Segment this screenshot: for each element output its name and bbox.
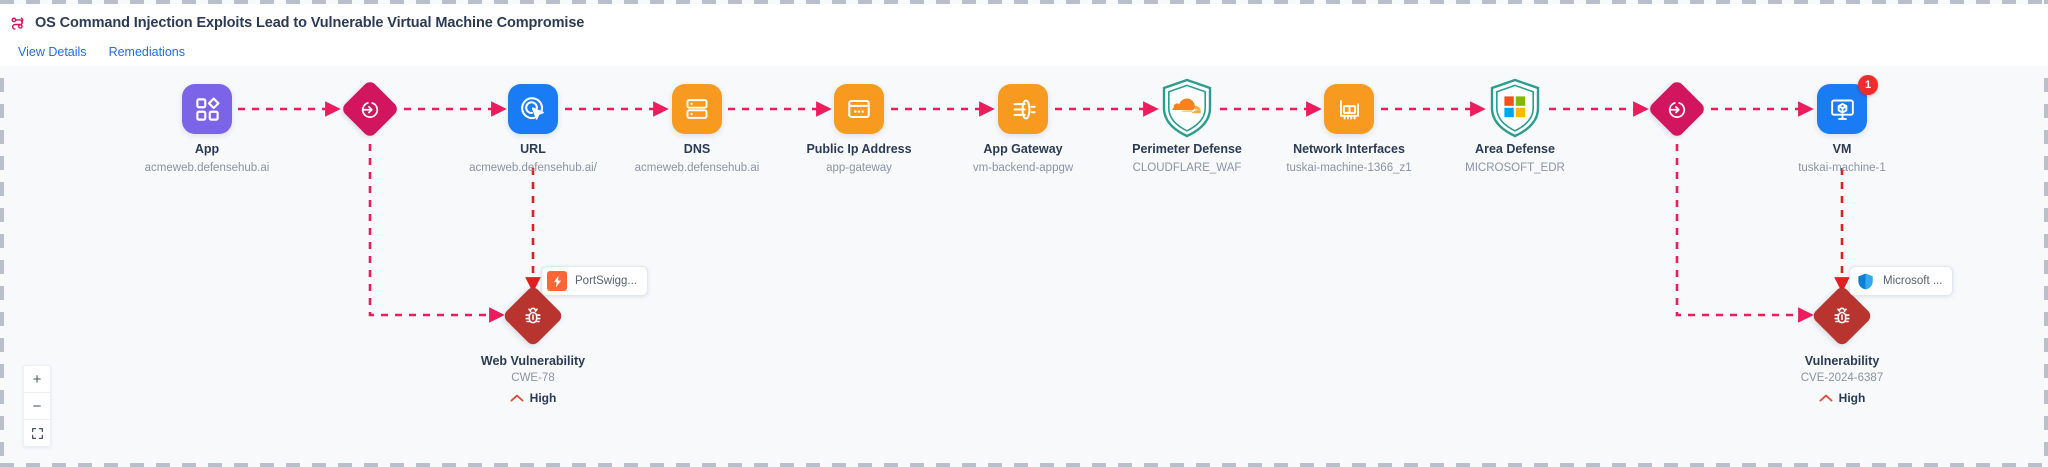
graph-node-perimeter-defense[interactable]: Perimeter Defense CLOUDFLARE_WAF (1087, 78, 1287, 175)
severity-up-chevron-icon (510, 394, 524, 402)
cloudflare-shield-icon[interactable] (1160, 78, 1214, 138)
vuln-severity-label: High (529, 391, 557, 405)
vm-vulnerability-diamond[interactable] (1810, 284, 1874, 348)
node-label: Perimeter Defense (1132, 142, 1242, 156)
node-label: App Gateway (983, 142, 1063, 156)
panel-header: OS Command Injection Exploits Lead to Vu… (0, 4, 2048, 66)
graph-node-area-defense[interactable]: Area Defense MICROSOFT_EDR (1415, 78, 1615, 175)
node-subtitle: app-gateway (826, 161, 892, 174)
vm-node-tile[interactable] (1817, 84, 1867, 134)
graph-node-app[interactable]: App acmeweb.defensehub.ai (107, 84, 307, 175)
dns-node-tile[interactable] (672, 84, 722, 134)
url-node-tile[interactable] (508, 84, 558, 134)
public-ip-window-icon (846, 96, 872, 122)
vuln-severity-label: High (1838, 391, 1866, 405)
vm-icon-wrap: 1 (1817, 75, 1878, 134)
node-label: Network Interfaces (1293, 142, 1405, 156)
vuln-label: Web Vulnerability (480, 354, 586, 368)
microsoft-shield-icon[interactable] (1488, 78, 1542, 138)
vuln-severity: High (1732, 391, 1952, 405)
fit-to-screen-button[interactable] (24, 420, 50, 446)
exploit-entry-icon (1667, 99, 1688, 120)
exploit-entry-icon (360, 99, 381, 120)
graph-node-vm[interactable]: 1 VM tuskai-machine-1 (1742, 75, 1942, 175)
graph-node-url[interactable]: URL acmeweb.defensehub.ai/ (433, 84, 633, 175)
bug-icon (522, 305, 544, 327)
node-subtitle: tuskai-machine-1 (1798, 161, 1886, 174)
graph-node-dns[interactable]: DNS acmeweb.defensehub.ai (597, 84, 797, 175)
attack-path-icon (9, 15, 26, 32)
node-label: App (194, 142, 220, 156)
zoom-controls: + − (23, 365, 51, 447)
node-label: DNS (683, 142, 711, 156)
node-subtitle: CLOUDFLARE_WAF (1132, 161, 1242, 174)
zoom-out-button[interactable]: − (24, 393, 50, 420)
app-gateway-icon-wrap (998, 84, 1048, 134)
app-gateway-icon (1010, 96, 1037, 123)
bug-icon (1831, 305, 1853, 327)
node-subtitle: MICROSOFT_EDR (1465, 161, 1565, 174)
graph-canvas[interactable]: App acmeweb.defensehub.ai (4, 66, 2044, 463)
node-subtitle: acmeweb.defensehub.ai (144, 161, 270, 174)
vuln-subtitle: CVE-2024-6387 (1800, 372, 1884, 384)
zoom-in-button[interactable]: + (24, 366, 50, 393)
microsoft-defender-logo-icon (1855, 271, 1875, 291)
graph-node-app-gateway[interactable]: App Gateway vm-backend-appgw (923, 84, 1123, 175)
url-click-icon (519, 95, 547, 123)
web-vulnerability-diamond[interactable] (501, 284, 565, 348)
vm-monitor-icon (1829, 96, 1856, 123)
app-node-tile[interactable] (182, 84, 232, 134)
chip-label: Microsoft ... (1883, 275, 1943, 287)
public-ip-icon-wrap (834, 84, 884, 134)
app-grid-icon (194, 96, 221, 123)
node-subtitle: vm-backend-appgw (972, 161, 1074, 174)
graph-node-network-interfaces[interactable]: Network Interfaces tuskai-machine-1366_z… (1249, 84, 1449, 175)
graph-node-vm-vulnerability[interactable]: Vulnerability CVE-2024-6387 High (1732, 284, 1952, 405)
header-links: View Details Remediations (9, 45, 2048, 59)
panel-border-right (2044, 0, 2048, 467)
public-ip-node-tile[interactable] (834, 84, 884, 134)
url-icon-wrap (508, 84, 558, 134)
exploit-diamond[interactable] (340, 79, 400, 139)
dns-icon-wrap (672, 84, 722, 134)
node-subtitle: tuskai-machine-1366_z1 (1286, 161, 1412, 174)
node-subtitle: acmeweb.defensehub.ai/ (469, 161, 597, 174)
vuln-subtitle: CWE-78 (511, 372, 555, 384)
vm-vulnerability-source-chip[interactable]: Microsoft ... (1849, 266, 1954, 296)
graph-edges (238, 101, 1850, 323)
dns-server-icon (684, 96, 710, 122)
network-interfaces-node-tile[interactable] (1324, 84, 1374, 134)
exploit-diamond[interactable] (1647, 79, 1707, 139)
app-icon-wrap (182, 84, 232, 134)
graph-node-web-vulnerability[interactable]: Web Vulnerability CWE-78 High (423, 284, 643, 405)
web-vulnerability-source-chip[interactable]: PortSwigg... (541, 266, 648, 296)
network-interface-icon-wrap (1324, 84, 1374, 134)
node-subtitle: acmeweb.defensehub.ai (634, 161, 760, 174)
app-gateway-node-tile[interactable] (998, 84, 1048, 134)
node-label: Public Ip Address (806, 142, 912, 156)
vuln-severity: High (423, 391, 643, 405)
chip-label: PortSwigg... (575, 275, 637, 287)
view-details-link[interactable]: View Details (18, 45, 87, 59)
network-interface-icon (1336, 96, 1363, 123)
graph-node-public-ip-address[interactable]: Public Ip Address app-gateway (759, 84, 959, 175)
graph-hop-exploit-1[interactable] (340, 79, 400, 139)
vm-alert-badge[interactable]: 1 (1858, 75, 1878, 95)
node-label: URL (520, 142, 546, 156)
portswigger-logo-icon (547, 271, 567, 291)
vuln-label: Vulnerability (1804, 354, 1880, 368)
fit-to-screen-icon (31, 427, 43, 439)
severity-up-chevron-icon (1819, 394, 1833, 402)
title-row: OS Command Injection Exploits Lead to Vu… (9, 12, 2048, 34)
node-label: VM (1832, 142, 1852, 156)
graph-hop-exploit-2[interactable] (1647, 79, 1707, 139)
node-label: Area Defense (1475, 142, 1555, 156)
page-title: OS Command Injection Exploits Lead to Vu… (35, 15, 585, 31)
remediations-link[interactable]: Remediations (108, 45, 185, 59)
panel-border-bottom (0, 463, 2048, 467)
